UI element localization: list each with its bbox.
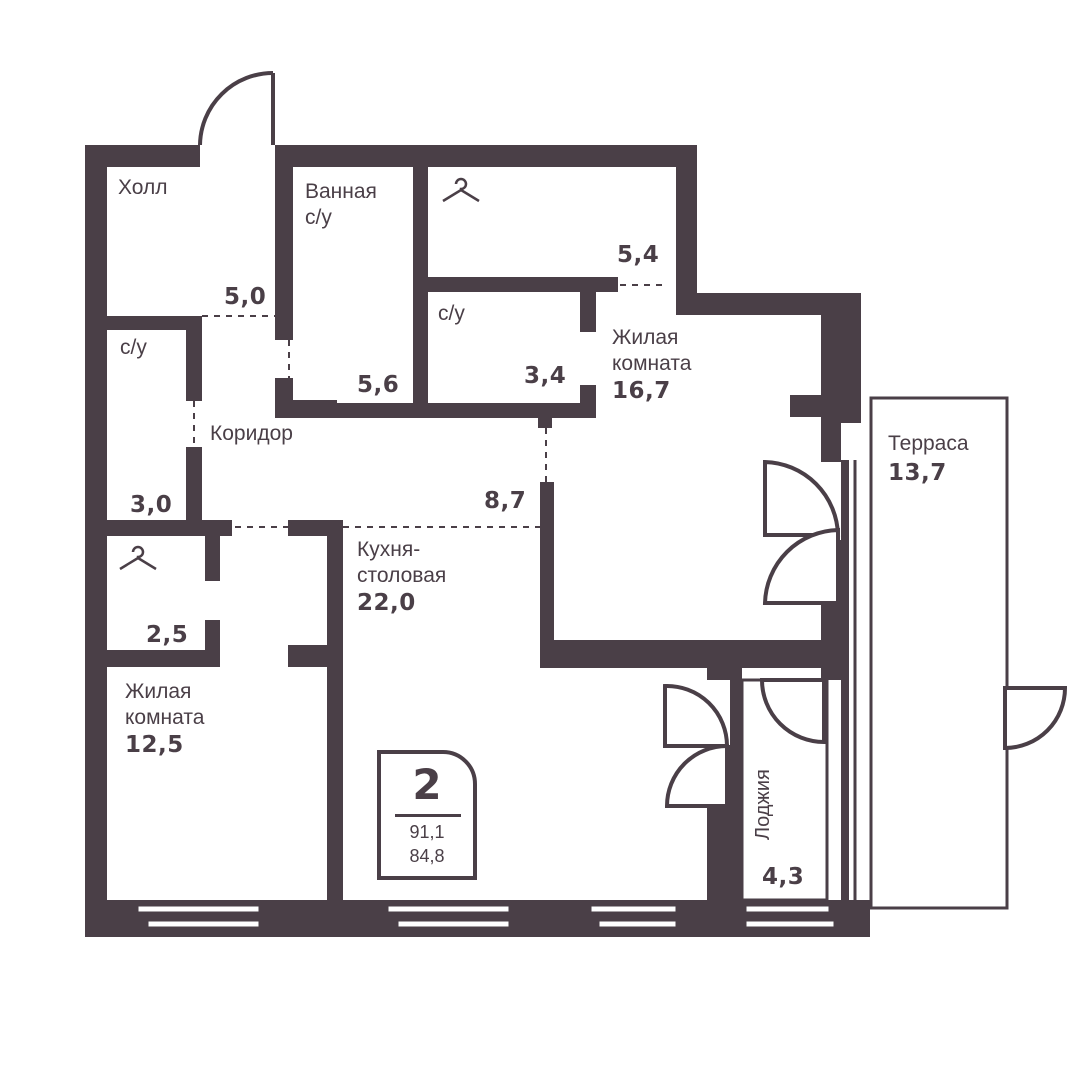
wardrobe-left-area: 2,5 (146, 622, 189, 648)
living-small-area: 12,5 (125, 732, 184, 758)
loggia-frame (740, 396, 1009, 920)
corridor-label: Коридор (210, 422, 293, 445)
hall-area: 5,0 (224, 284, 267, 310)
hanger-icon (442, 177, 480, 203)
living-big-area: 16,7 (612, 378, 671, 404)
openings (193, 284, 668, 528)
wc-left-area: 3,0 (130, 492, 173, 518)
doors (198, 71, 1068, 808)
wc-center-label: с/у (438, 302, 465, 325)
bathroom-area: 5,6 (357, 372, 400, 398)
hanger-icon (119, 545, 157, 571)
bathroom-label-1: Ванная (305, 180, 377, 203)
kitchen-label-1: Кухня- (357, 538, 421, 561)
corridor-area: 8,7 (484, 488, 527, 514)
living-big-label-2: комната (612, 352, 692, 375)
wc-center-area: 3,4 (524, 363, 567, 389)
room-count: 2 (412, 760, 442, 809)
terrace-area: 13,7 (888, 460, 947, 486)
living-small-label-1: Жилая (125, 680, 192, 703)
total-area: 91,1 (409, 822, 445, 842)
wc-left-label: с/у (120, 336, 147, 359)
divider (395, 814, 461, 817)
kitchen-area: 22,0 (357, 590, 416, 616)
living-big-label-1: Жилая (612, 326, 679, 349)
wardrobe-top-area: 5,4 (617, 242, 660, 268)
living-area: 84,8 (409, 846, 445, 866)
apartment-summary-badge: 2 91,1 84,8 (377, 750, 477, 880)
windows (135, 903, 837, 930)
loggia-label: Лоджия (752, 769, 774, 840)
bathroom-label-2: с/у (305, 206, 332, 229)
loggia-area: 4,3 (762, 864, 805, 890)
walls (85, 145, 870, 937)
terrace-label: Терраса (888, 432, 969, 455)
hall-label: Холл (118, 176, 168, 199)
kitchen-label-2: столовая (357, 564, 447, 587)
living-small-label-2: комната (125, 706, 205, 729)
